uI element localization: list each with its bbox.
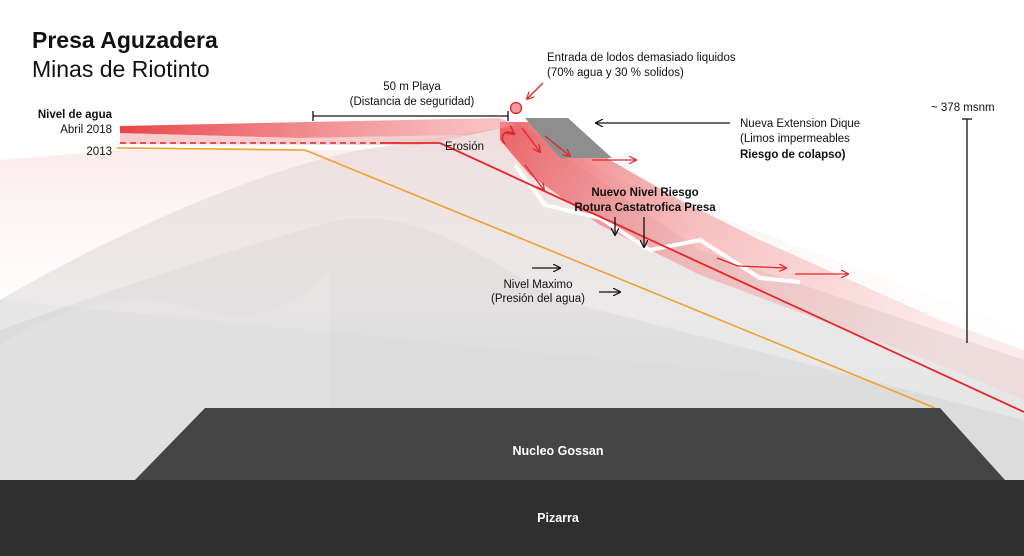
flow-arrows (521, 127, 848, 274)
inlet-label: Entrada de lodos demasiado liquidos (547, 52, 736, 64)
bedrock (0, 480, 1024, 556)
inlet-arrow (527, 82, 544, 99)
risk-sublabel: Rotura Castatrofica Presa (574, 202, 716, 214)
playa-label: 50 m Playa (383, 81, 441, 93)
water-level-heading: Nivel de agua (38, 109, 113, 121)
risk-label: Nuevo Nivel Riesgo (591, 187, 698, 199)
dam-slope (500, 122, 1024, 400)
inlet-icon (509, 101, 523, 115)
pond-2018 (120, 118, 515, 138)
label-april-2018: Abril 2018 (60, 124, 112, 136)
erosion-icon (501, 132, 514, 145)
page-subtitle: Minas de Riotinto (32, 56, 210, 82)
max-level-label: Nivel Maximo (503, 279, 572, 291)
label-2013: 2013 (86, 146, 112, 158)
extension-sublabel: (Limos impermeables (740, 133, 850, 145)
level-2013-line (116, 147, 936, 409)
risk-line (513, 163, 801, 284)
height-bar (962, 118, 972, 343)
gossan-core (135, 408, 1005, 480)
page-title: Presa Aguzadera (32, 27, 218, 53)
core-label: Nucleo Gossan (513, 444, 604, 458)
haze (0, 125, 1024, 400)
height-label: ~ 378 msnm (931, 102, 995, 114)
bedrock-label: Pizarra (537, 511, 580, 525)
max-level-line (380, 142, 1024, 413)
playa-bar (312, 111, 509, 121)
erosion-label: Erosión (445, 141, 484, 153)
dike-extension (525, 118, 612, 158)
max-level-sublabel: (Presión del agua) (491, 293, 585, 305)
pond-tint (120, 133, 470, 145)
inlet-sublabel: (70% agua y 30 % solidos) (547, 67, 684, 79)
extension-label: Nueva Extension Dique (740, 118, 860, 130)
playa-sublabel: (Distancia de seguridad) (350, 96, 475, 108)
extension-risk: Riesgo de colapso) (740, 149, 846, 161)
